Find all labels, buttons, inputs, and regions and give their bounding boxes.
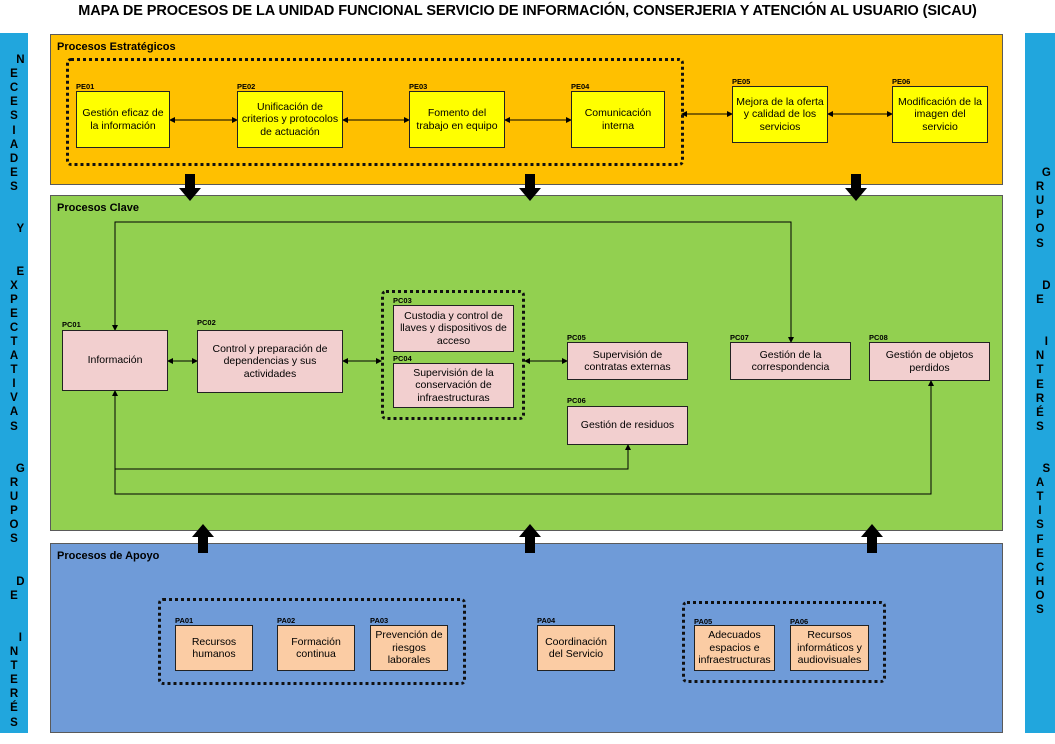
flow-arrow-up-3 <box>861 524 883 553</box>
left-word-6: I N T E R É S <box>9 631 22 729</box>
pc07-code: PC07 <box>730 333 749 342</box>
pe03-box: Fomento del trabajo en equipo <box>409 91 505 148</box>
right-word-4: S A T I S F E C H O S <box>1035 463 1051 616</box>
pe06-box: Modificación de la imagen del servicio <box>892 86 988 143</box>
key-title: Procesos Clave <box>57 202 139 214</box>
pa05-box: Adecuados espacios e infraestructuras <box>694 625 775 671</box>
pc05-box: Supervisión de contratas externas <box>567 342 688 380</box>
pa03-box: Prevención de riesgos laborales <box>370 625 448 671</box>
flow-arrow-up-2 <box>519 524 541 553</box>
pc01-code: PC01 <box>62 320 81 329</box>
right-word-1: G R U P O S <box>1035 167 1051 250</box>
pa02-box: Formación continua <box>277 625 355 671</box>
pa02-code: PA02 <box>277 616 296 625</box>
page-title: MAPA DE PROCESOS DE LA UNIDAD FUNCIONAL … <box>78 3 977 19</box>
pa06-code: PA06 <box>790 617 809 626</box>
support-title: Procesos de Apoyo <box>57 550 160 562</box>
right-sidebar: G R U P O S D E I N T E R É S S A T I S … <box>1025 33 1055 733</box>
link-pc01-pc08 <box>114 380 934 495</box>
left-word-1: N E C E S I A D E S <box>9 54 25 193</box>
flow-arrow-down-2 <box>519 174 541 201</box>
pc08-code: PC08 <box>869 333 888 342</box>
left-word-5: D E <box>10 575 25 602</box>
left-sidebar-text: N E C E S I A D E S Y E X P E C T A T I … <box>0 39 28 744</box>
pe05-box: Mejora de la oferta y calidad de los ser… <box>732 86 828 143</box>
pc03-code: PC03 <box>393 296 412 305</box>
pe03-code: PE03 <box>409 82 428 91</box>
pa01-code: PA01 <box>175 616 194 625</box>
link-pc01-pc06 <box>112 390 631 470</box>
strategic-title: Procesos Estratégicos <box>57 41 176 53</box>
pc02-box: Control y preparación de dependencias y … <box>197 330 343 393</box>
left-sidebar: N E C E S I A D E S Y E X P E C T A T I … <box>0 33 28 733</box>
flow-arrow-down-1 <box>179 174 201 201</box>
support-group-outline-1 <box>158 598 466 685</box>
pe02-box: Unificación de criterios y protocolos de… <box>237 91 343 148</box>
right-word-2: D E <box>1036 279 1051 306</box>
pe01-code: PE01 <box>76 82 95 91</box>
pc04-code: PC04 <box>393 354 412 363</box>
pa06-box: Recursos informáticos y audiovisuales <box>790 625 869 671</box>
support-group-outline-2 <box>682 601 886 683</box>
pa04-box: Coordinación del Servicio <box>537 625 615 671</box>
pc04-box: Supervisión de la conservación de infrae… <box>393 363 514 408</box>
flow-arrow-down-3 <box>845 174 867 201</box>
pe05-code: PE05 <box>732 77 751 86</box>
pc05-code: PC05 <box>567 333 586 342</box>
pe01-box: Gestión eficaz de la información <box>76 91 170 148</box>
flow-arrow-up-1 <box>192 524 214 553</box>
left-word-3: E X P E C T A T I V A S <box>9 265 25 433</box>
pc06-code: PC06 <box>567 396 586 405</box>
pe02-code: PE02 <box>237 82 256 91</box>
right-sidebar-text: G R U P O S D E I N T E R É S S A T I S … <box>1025 152 1055 631</box>
pe06-code: PE06 <box>892 77 911 86</box>
pc08-box: Gestión de objetos perdidos <box>869 342 990 381</box>
pe04-box: Comunicación interna <box>571 91 665 148</box>
pe04-code: PE04 <box>571 82 590 91</box>
pc01-box: Información <box>62 330 168 391</box>
pa03-code: PA03 <box>370 616 389 625</box>
pc02-code: PC02 <box>197 318 216 327</box>
link-top-loop <box>112 221 794 343</box>
pc03-box: Custodia y control de llaves y dispositi… <box>393 305 514 352</box>
pa05-code: PA05 <box>694 617 713 626</box>
pa04-code: PA04 <box>537 616 556 625</box>
left-word-4: G R U P O S <box>9 462 25 546</box>
left-word-2: Y <box>16 223 25 236</box>
pa01-box: Recursos humanos <box>175 625 253 671</box>
pc06-box: Gestión de residuos <box>567 406 688 445</box>
right-word-3: I N T E R É S <box>1035 336 1048 433</box>
pc07-box: Gestión de la correspondencia <box>730 342 851 380</box>
